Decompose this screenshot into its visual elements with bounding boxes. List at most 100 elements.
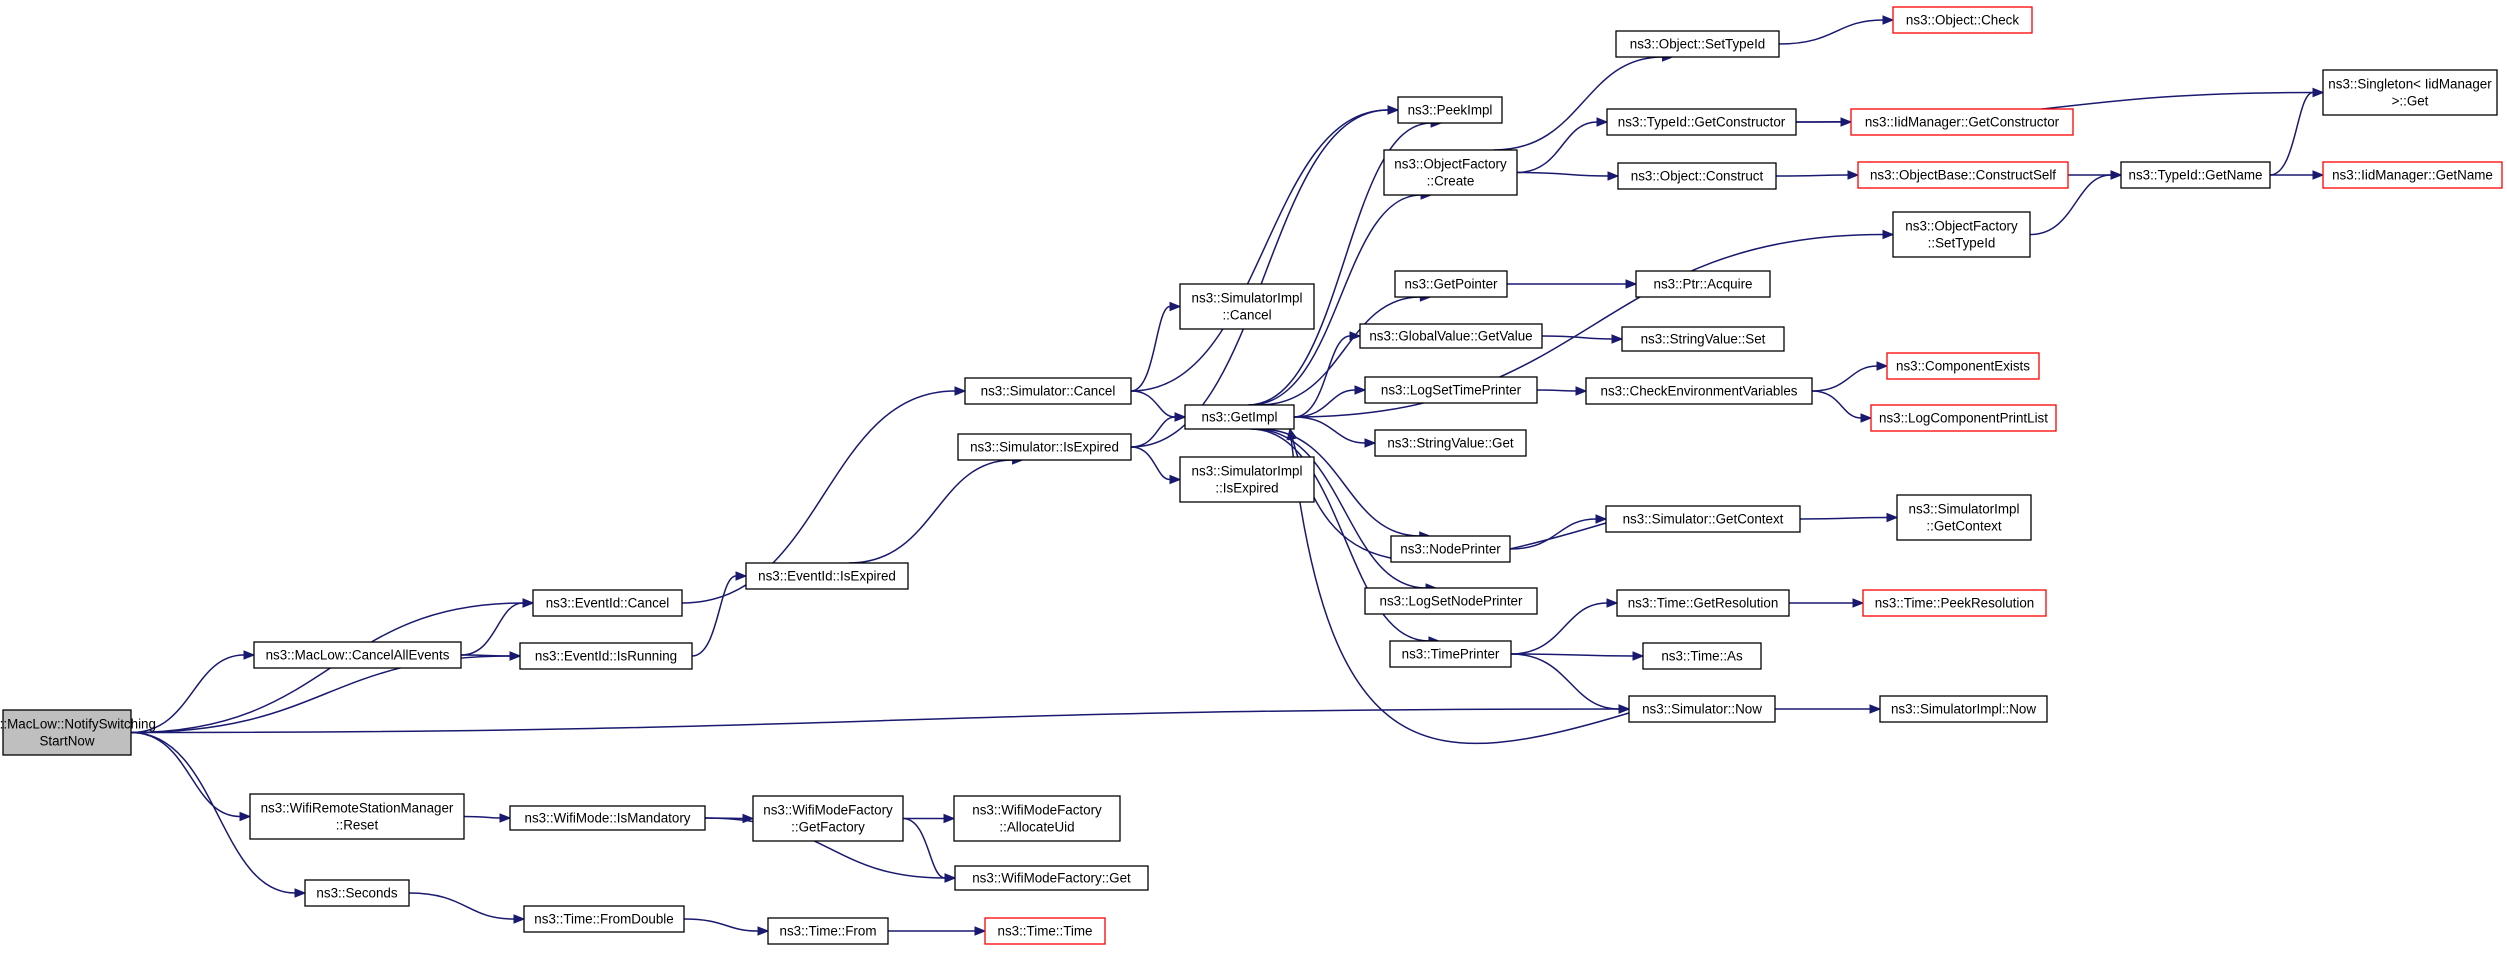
node-timeAs[interactable]: ns3::Time::As xyxy=(1642,642,1762,670)
node-box xyxy=(984,917,1106,945)
node-label: ::GetFactory xyxy=(791,820,865,835)
node-iidGetCtor[interactable]: ns3::IidManager::GetConstructor xyxy=(1850,108,2074,136)
node-evIsRunning[interactable]: ns3::EventId::IsRunning xyxy=(519,642,693,670)
node-box xyxy=(957,433,1132,461)
node-wmfGetFactory[interactable]: ns3::WifiModeFactory::GetFactory xyxy=(752,795,904,842)
node-box xyxy=(2120,161,2271,189)
node-fromDouble[interactable]: ns3::Time::FromDouble xyxy=(523,905,685,933)
node-box xyxy=(1364,376,1538,404)
node-label: ::IsExpired xyxy=(1215,481,1278,496)
arrowhead-icon xyxy=(1869,704,1882,714)
edge-line xyxy=(460,654,511,657)
call-edge-evIsRunning-to-evIsExpired xyxy=(691,571,748,657)
node-tidGetCtor[interactable]: ns3::TypeId::GetConstructor xyxy=(1606,108,1797,136)
node-nodePrinter[interactable]: ns3::NodePrinter xyxy=(1390,535,1511,563)
node-simNow[interactable]: ns3::Simulator::Now xyxy=(1628,695,1776,723)
node-box xyxy=(1635,270,1771,298)
node-box xyxy=(1389,640,1512,668)
edge-line xyxy=(1510,653,1620,710)
node-seconds[interactable]: ns3::Seconds xyxy=(304,879,410,907)
node-simImplIsExpired[interactable]: ns3::SimulatorImpl::IsExpired xyxy=(1179,456,1315,503)
node-compExists[interactable]: ns3::ComponentExists xyxy=(1886,352,2040,380)
arrowhead-icon xyxy=(1169,301,1182,312)
node-peekImpl[interactable]: ns3::PeekImpl xyxy=(1397,96,1503,124)
node-simImplGetContext[interactable]: ns3::SimulatorImpl::GetContext xyxy=(1896,494,2032,541)
node-timeGetRes[interactable]: ns3::Time::GetResolution xyxy=(1616,589,1790,617)
node-getImpl[interactable]: ns3::GetImpl xyxy=(1184,404,1295,430)
node-svSet[interactable]: ns3::StringValue::Set xyxy=(1621,326,1785,352)
node-objSetTypeId[interactable]: ns3::Object::SetTypeId xyxy=(1615,30,1780,58)
node-logSetTP[interactable]: ns3::LogSetTimePrinter xyxy=(1364,376,1538,404)
arrowhead-icon xyxy=(1882,15,1895,25)
node-ofCreate[interactable]: ns3::ObjectFactory::Create xyxy=(1383,149,1518,196)
node-svGet[interactable]: ns3::StringValue::Get xyxy=(1374,429,1527,457)
node-objCheck[interactable]: ns3::Object::Check xyxy=(1892,6,2033,34)
node-getPointer[interactable]: ns3::GetPointer xyxy=(1394,270,1508,298)
node-label: ns3::StringValue::Set xyxy=(1641,332,1766,347)
arrowhead-icon xyxy=(499,813,512,823)
node-objConstruct[interactable]: ns3::Object::Construct xyxy=(1617,162,1777,190)
edge-line xyxy=(1509,518,1597,550)
node-singletonGet[interactable]: ns3::Singleton< IidManager>::Get xyxy=(2322,69,2498,116)
call-edge-simNow-to-getImpl xyxy=(1286,427,1630,745)
call-edge-evIsExpired-to-simIsExpired xyxy=(848,455,1024,564)
node-box xyxy=(964,377,1132,405)
node-obConstructSelf[interactable]: ns3::ObjectBase::ConstructSelf xyxy=(1857,161,2069,189)
arrowhead-icon xyxy=(1882,229,1895,240)
arrowhead-icon xyxy=(522,598,535,608)
edge-line xyxy=(1130,305,1171,392)
edge-line xyxy=(1293,416,1366,444)
call-edge-simIsExpired-to-peekImpl xyxy=(1130,105,1400,448)
node-label: ns3::WifiMode::IsMandatory xyxy=(525,811,691,826)
node-simImplNow[interactable]: ns3::SimulatorImpl::Now xyxy=(1879,695,2048,723)
node-timePrinter[interactable]: ns3::TimePrinter xyxy=(1389,640,1512,668)
call-edge-root-to-cancelAll xyxy=(130,650,256,734)
node-ofSetTypeId[interactable]: ns3::ObjectFactory::SetTypeId xyxy=(1892,211,2031,258)
edge-line xyxy=(460,602,524,656)
node-wmfGet[interactable]: ns3::WifiModeFactory::Get xyxy=(954,865,1149,891)
node-evCancel[interactable]: ns3::EventId::Cancel xyxy=(532,589,683,617)
edge-line xyxy=(130,731,296,894)
call-edge-timeFrom-to-timeTime xyxy=(888,926,987,936)
node-simCancel[interactable]: ns3::Simulator::Cancel xyxy=(964,377,1132,405)
node-simGetContext[interactable]: ns3::Simulator::GetContext xyxy=(1605,505,1801,533)
node-timePeekRes[interactable]: ns3::Time::PeekResolution xyxy=(1862,589,2047,617)
node-label: ns3::TypeId::GetName xyxy=(2129,168,2263,183)
node-evIsExpired[interactable]: ns3::EventId::IsExpired xyxy=(745,562,909,590)
node-simImplCancel[interactable]: ns3::SimulatorImpl::Cancel xyxy=(1179,283,1315,330)
node-wrsmReset[interactable]: ns3::WifiRemoteStationManager::Reset xyxy=(249,793,465,840)
node-simIsExpired[interactable]: ns3::Simulator::IsExpired xyxy=(957,433,1132,461)
arrowhead-icon xyxy=(1606,598,1619,608)
node-checkEnv[interactable]: ns3::CheckEnvironmentVariables xyxy=(1585,377,1813,405)
node-timeFrom[interactable]: ns3::Time::From xyxy=(767,917,889,945)
node-box xyxy=(745,562,909,590)
node-logSetNP[interactable]: ns3::LogSetNodePrinter xyxy=(1364,587,1538,615)
node-label: ns3::SimulatorImpl xyxy=(1192,464,1303,479)
edge-line xyxy=(1510,653,1634,657)
node-wmIsMandatory[interactable]: ns3::WifiMode::IsMandatory xyxy=(509,805,706,831)
node-wmfAllocate[interactable]: ns3::WifiModeFactory::AllocateUid xyxy=(953,795,1121,842)
node-label: ns3::MacLow::CancelAllEvents xyxy=(266,648,450,663)
edge-line xyxy=(1493,56,1663,151)
node-label: ns3::ObjectFactory xyxy=(1394,157,1507,172)
edge-line xyxy=(1541,335,1613,340)
node-logCompPrint[interactable]: ns3::LogComponentPrintList xyxy=(1870,404,2057,432)
node-label: >::Get xyxy=(2392,94,2429,109)
node-iidGetName[interactable]: ns3::IidManager::GetName xyxy=(2322,161,2503,189)
call-edge-ofCreate-to-tidGetCtor xyxy=(1516,117,1609,174)
node-ptrAcquire[interactable]: ns3::Ptr::Acquire xyxy=(1635,270,1771,298)
arrowhead-icon xyxy=(1611,334,1624,344)
node-label: ns3::Object::Construct xyxy=(1631,169,1764,184)
arrowhead-icon xyxy=(1632,651,1645,661)
node-timeTime[interactable]: ns3::Time::Time xyxy=(984,917,1106,945)
node-gvGetValue[interactable]: ns3::GlobalValue::GetValue xyxy=(1359,323,1543,349)
node-tidGetName[interactable]: ns3::TypeId::GetName xyxy=(2120,161,2271,189)
edge-line xyxy=(1775,174,1849,177)
edge-line xyxy=(463,815,501,819)
call-edge-getImpl-to-logSetTP xyxy=(1293,385,1367,418)
node-cancelAll[interactable]: ns3::MacLow::CancelAllEvents xyxy=(253,641,462,669)
node-label: ns3::ComponentExists xyxy=(1896,359,2030,374)
arrowhead-icon xyxy=(1349,331,1362,341)
node-label: ns3::CheckEnvironmentVariables xyxy=(1601,384,1798,399)
